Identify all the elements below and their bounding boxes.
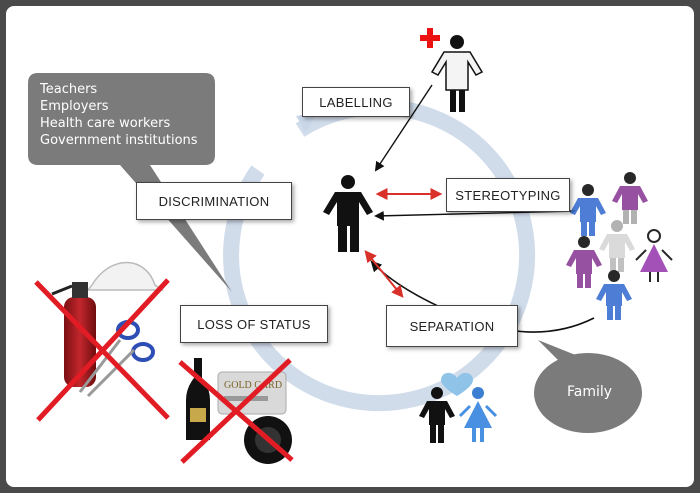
arrow-doctor-to-person [374, 84, 433, 172]
scissors-icon [78, 320, 155, 398]
discriminators-list: Teachers Employers Health care workers G… [40, 81, 198, 149]
status-items-illustration: GOLD CARD [178, 358, 294, 464]
labelling-box: LABELLING [302, 87, 410, 117]
separation-box: SEPARATION [386, 305, 518, 347]
card-title: GOLD CARD [224, 380, 282, 391]
red-arrows [364, 188, 443, 298]
group-figures [566, 172, 673, 320]
cycle-arrowhead [296, 112, 318, 132]
group-figure [635, 229, 673, 282]
discriminator-item: Employers [40, 99, 109, 114]
group-figure [570, 184, 606, 236]
cross-mark [180, 358, 292, 464]
family-bubble [534, 340, 642, 433]
discrimination-box: DISCRIMINATION [136, 182, 292, 220]
central-person-figure [323, 175, 373, 252]
group-figure [566, 236, 602, 288]
cross-mark [36, 278, 170, 422]
discriminator-item: Government institutions [40, 133, 198, 148]
heart-icon [441, 372, 473, 396]
group-figure [612, 172, 648, 224]
couple-figures [419, 372, 498, 443]
work-items-illustration [34, 261, 170, 422]
stereotyping-box: STEREOTYPING [446, 178, 570, 212]
helmet-icon [86, 261, 165, 291]
loss-of-status-box: LOSS OF STATUS [180, 305, 328, 343]
cycle-ring [223, 99, 536, 412]
discriminator-item: Health care workers [40, 116, 171, 131]
arrow-person-separation [364, 250, 404, 298]
discriminators-bubble [28, 73, 232, 292]
group-figure [596, 270, 632, 320]
group-figure [599, 220, 635, 272]
doctor-figure [420, 28, 484, 112]
family-label: Family [567, 384, 613, 400]
discriminator-item: Teachers [40, 82, 98, 97]
